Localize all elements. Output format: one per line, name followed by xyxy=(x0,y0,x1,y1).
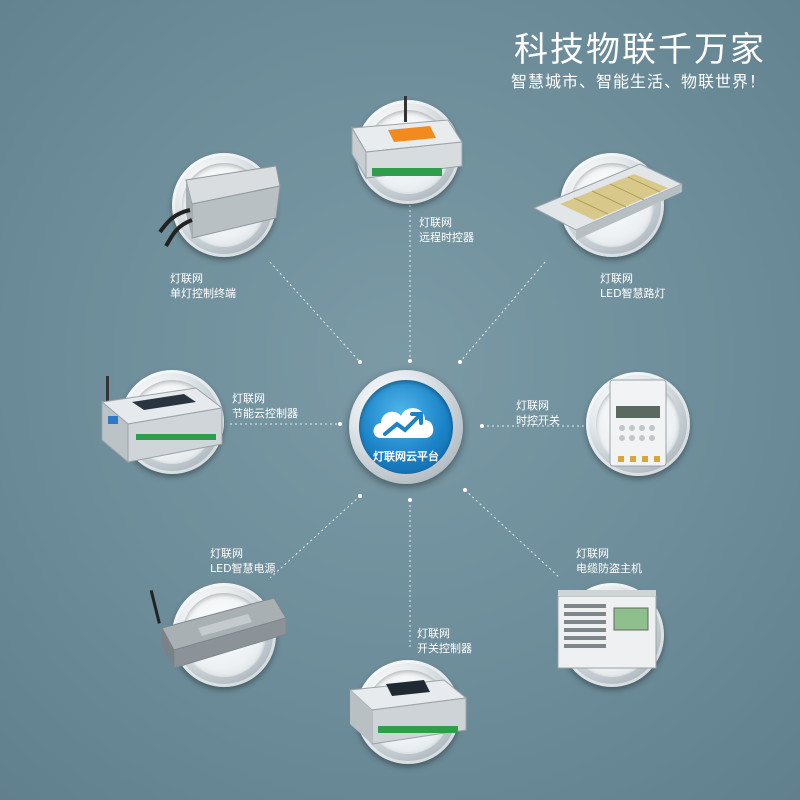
remote-timer-device xyxy=(351,96,463,180)
dot-bottom-left xyxy=(358,494,362,498)
label-remote-timer: 灯联网 远程时控器 xyxy=(419,215,474,245)
label-energy-cloud-name: 节能云控制器 xyxy=(232,407,298,420)
label-cable-alarm: 灯联网 电缆防盗主机 xyxy=(576,546,642,576)
label-switch-controller: 灯联网 开关控制器 xyxy=(417,626,472,656)
label-remote-timer-name: 远程时控器 xyxy=(419,231,474,244)
dot-top xyxy=(408,359,412,363)
dot-bottom-right xyxy=(463,488,467,492)
hub-label: 灯联网云平台 xyxy=(373,450,439,463)
time-switch-device xyxy=(609,379,667,467)
cloud-platform-hub: 灯联网云平台 xyxy=(349,370,463,484)
dot-top-right xyxy=(458,360,462,364)
cable-alarm-device xyxy=(557,590,657,669)
label-time-switch-name: 时控开关 xyxy=(516,414,560,427)
label-led-power-name: LED智慧电源 xyxy=(210,562,276,575)
label-energy-cloud-brand: 灯联网 xyxy=(232,392,265,405)
label-led-streetlight-name: LED智慧路灯 xyxy=(600,287,666,300)
dot-bottom xyxy=(408,498,412,502)
connector-single-lamp xyxy=(269,261,361,363)
dot-left xyxy=(338,422,342,426)
label-single-lamp-name: 单灯控制终端 xyxy=(170,287,236,300)
connector-led-power xyxy=(269,495,361,579)
label-time-switch: 灯联网 时控开关 xyxy=(516,398,560,428)
single-lamp-device xyxy=(158,165,281,248)
dot-top-left xyxy=(358,360,362,364)
label-single-lamp-brand: 灯联网 xyxy=(170,272,203,285)
label-led-streetlight: 灯联网 LED智慧路灯 xyxy=(600,271,666,301)
label-cable-alarm-brand: 灯联网 xyxy=(576,547,609,560)
label-energy-cloud: 灯联网 节能云控制器 xyxy=(232,391,298,421)
energy-cloud-device xyxy=(100,376,224,464)
led-power-device xyxy=(149,590,287,669)
hub-face xyxy=(359,380,453,474)
headline: 科技物联千万家 xyxy=(514,30,766,70)
label-remote-timer-brand: 灯联网 xyxy=(419,216,452,229)
label-cable-alarm-name: 电缆防盗主机 xyxy=(576,562,642,575)
led-streetlight-device xyxy=(532,163,684,240)
switch-controller-device xyxy=(348,679,468,745)
label-switch-controller-name: 开关控制器 xyxy=(417,642,472,655)
label-single-lamp: 灯联网 单灯控制终端 xyxy=(170,271,236,301)
dot-right xyxy=(480,424,484,428)
label-switch-controller-brand: 灯联网 xyxy=(417,627,450,640)
label-led-streetlight-brand: 灯联网 xyxy=(600,272,633,285)
label-time-switch-brand: 灯联网 xyxy=(516,399,549,412)
cloud-upload-icon xyxy=(373,408,434,438)
label-led-power: 灯联网 LED智慧电源 xyxy=(210,546,276,576)
label-led-power-brand: 灯联网 xyxy=(210,547,243,560)
connector-led-streetlight xyxy=(459,261,546,363)
tagline: 智慧城市、智能生活、物联世界！ xyxy=(510,72,766,91)
connector-cable-alarm xyxy=(464,489,561,579)
